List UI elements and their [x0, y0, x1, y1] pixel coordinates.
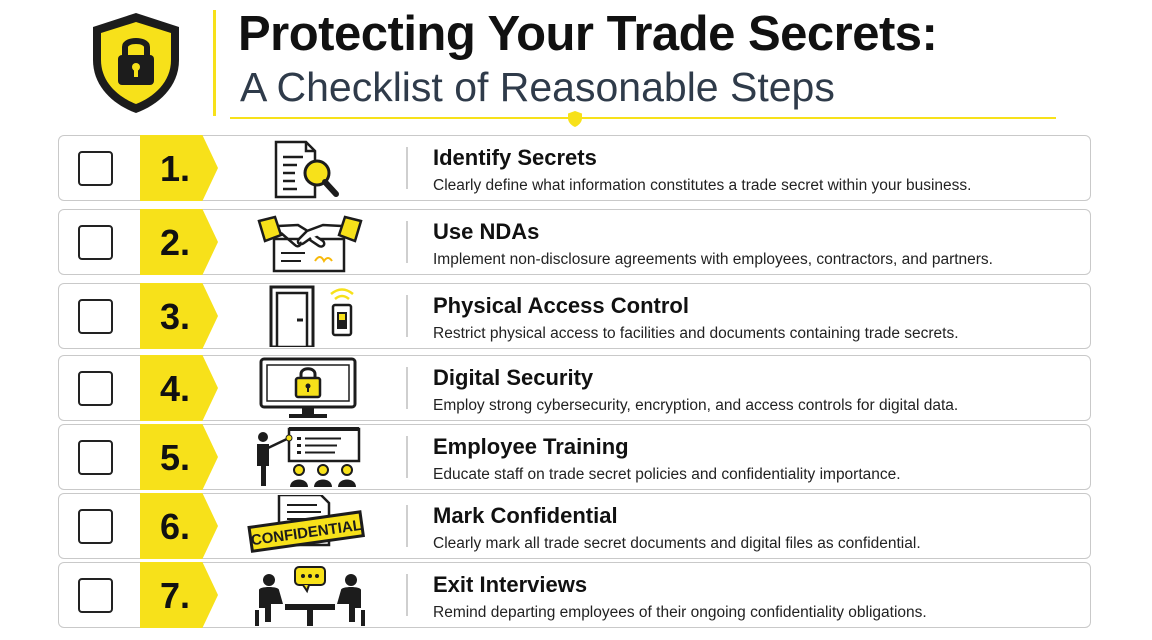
- number-tab: [140, 355, 218, 421]
- step-description: Clearly mark all trade secret documents …: [433, 535, 921, 552]
- checklist-row: 2. Use NDAs Implement non-disclosure agr…: [58, 209, 1091, 275]
- row-divider: [406, 436, 408, 478]
- step-description: Restrict physical access to facilities a…: [433, 325, 959, 342]
- number-tab: [140, 209, 218, 275]
- step-description: Implement non-disclosure agreements with…: [433, 251, 993, 268]
- step-description: Educate staff on trade secret policies a…: [433, 466, 901, 483]
- mini-shield-icon: [568, 111, 582, 127]
- header-rule: [230, 117, 1056, 119]
- step-number: 2.: [160, 222, 191, 263]
- row-divider: [406, 295, 408, 337]
- step-title: Digital Security: [433, 365, 594, 390]
- door-keycard-icon: [269, 285, 354, 347]
- checklist-row: 1. Identify Secrets Clearly define what …: [58, 135, 1091, 201]
- step-number: 6.: [160, 506, 191, 547]
- step-title: Identify Secrets: [433, 145, 597, 170]
- row-divider: [406, 221, 408, 263]
- step-checkbox[interactable]: [78, 225, 113, 260]
- step-number: 3.: [160, 296, 191, 337]
- handshake-contract-icon: [257, 215, 363, 273]
- page-title: Protecting Your Trade Secrets:: [238, 7, 938, 61]
- step-checkbox[interactable]: [78, 299, 113, 334]
- step-checkbox[interactable]: [78, 578, 113, 613]
- document-search-icon: [274, 140, 339, 199]
- checklist-row: 4. Digital Security Employ strong cybers…: [58, 355, 1091, 421]
- step-number: 7.: [160, 575, 191, 616]
- step-number: 1.: [160, 148, 191, 189]
- lock-shield-icon: [93, 13, 179, 113]
- number-tab: [140, 424, 218, 490]
- step-title: Employee Training: [433, 434, 629, 459]
- checklist-row: 6. CONFIDENTIAL Mark Confidential Clearl…: [58, 493, 1091, 559]
- step-number: 5.: [160, 437, 191, 478]
- audience-heads: [290, 464, 356, 487]
- monitor-lock-icon: [259, 357, 357, 418]
- step-description: Employ strong cybersecurity, encryption,…: [433, 397, 959, 414]
- row-divider: [406, 574, 408, 616]
- step-title: Exit Interviews: [433, 572, 588, 597]
- step-checkbox[interactable]: [78, 440, 113, 475]
- checklist-row: 5. Employee Training Educ: [58, 424, 1091, 490]
- number-tab: [140, 493, 218, 559]
- step-description: Remind departing employees of their ongo…: [433, 604, 927, 621]
- step-checkbox[interactable]: [78, 509, 113, 544]
- header: Protecting Your Trade Secrets: A Checkli…: [0, 0, 1152, 130]
- number-tab: [140, 135, 218, 201]
- step-number: 4.: [160, 368, 191, 409]
- row-divider: [406, 505, 408, 547]
- step-description: Clearly define what information constitu…: [433, 177, 972, 194]
- presentation-training-icon: [257, 427, 361, 487]
- confidential-stamp-icon: CONFIDENTIAL: [247, 495, 365, 553]
- step-title: Use NDAs: [433, 219, 540, 244]
- page-subtitle: A Checklist of Reasonable Steps: [240, 64, 835, 110]
- step-checkbox[interactable]: [78, 371, 113, 406]
- checklist-row: 3. Physical Access Control Restrict phys…: [58, 283, 1091, 349]
- step-title: Physical Access Control: [433, 293, 689, 318]
- number-tab: [140, 283, 218, 349]
- row-divider: [406, 147, 408, 189]
- exit-interview-icon: [255, 566, 365, 626]
- number-tab: [140, 562, 218, 628]
- row-divider: [406, 367, 408, 409]
- header-divider: [213, 10, 216, 116]
- step-title: Mark Confidential: [433, 503, 618, 528]
- checklist-row: 7. Exit Interviews Remind departing empl…: [58, 562, 1091, 628]
- step-checkbox[interactable]: [78, 151, 113, 186]
